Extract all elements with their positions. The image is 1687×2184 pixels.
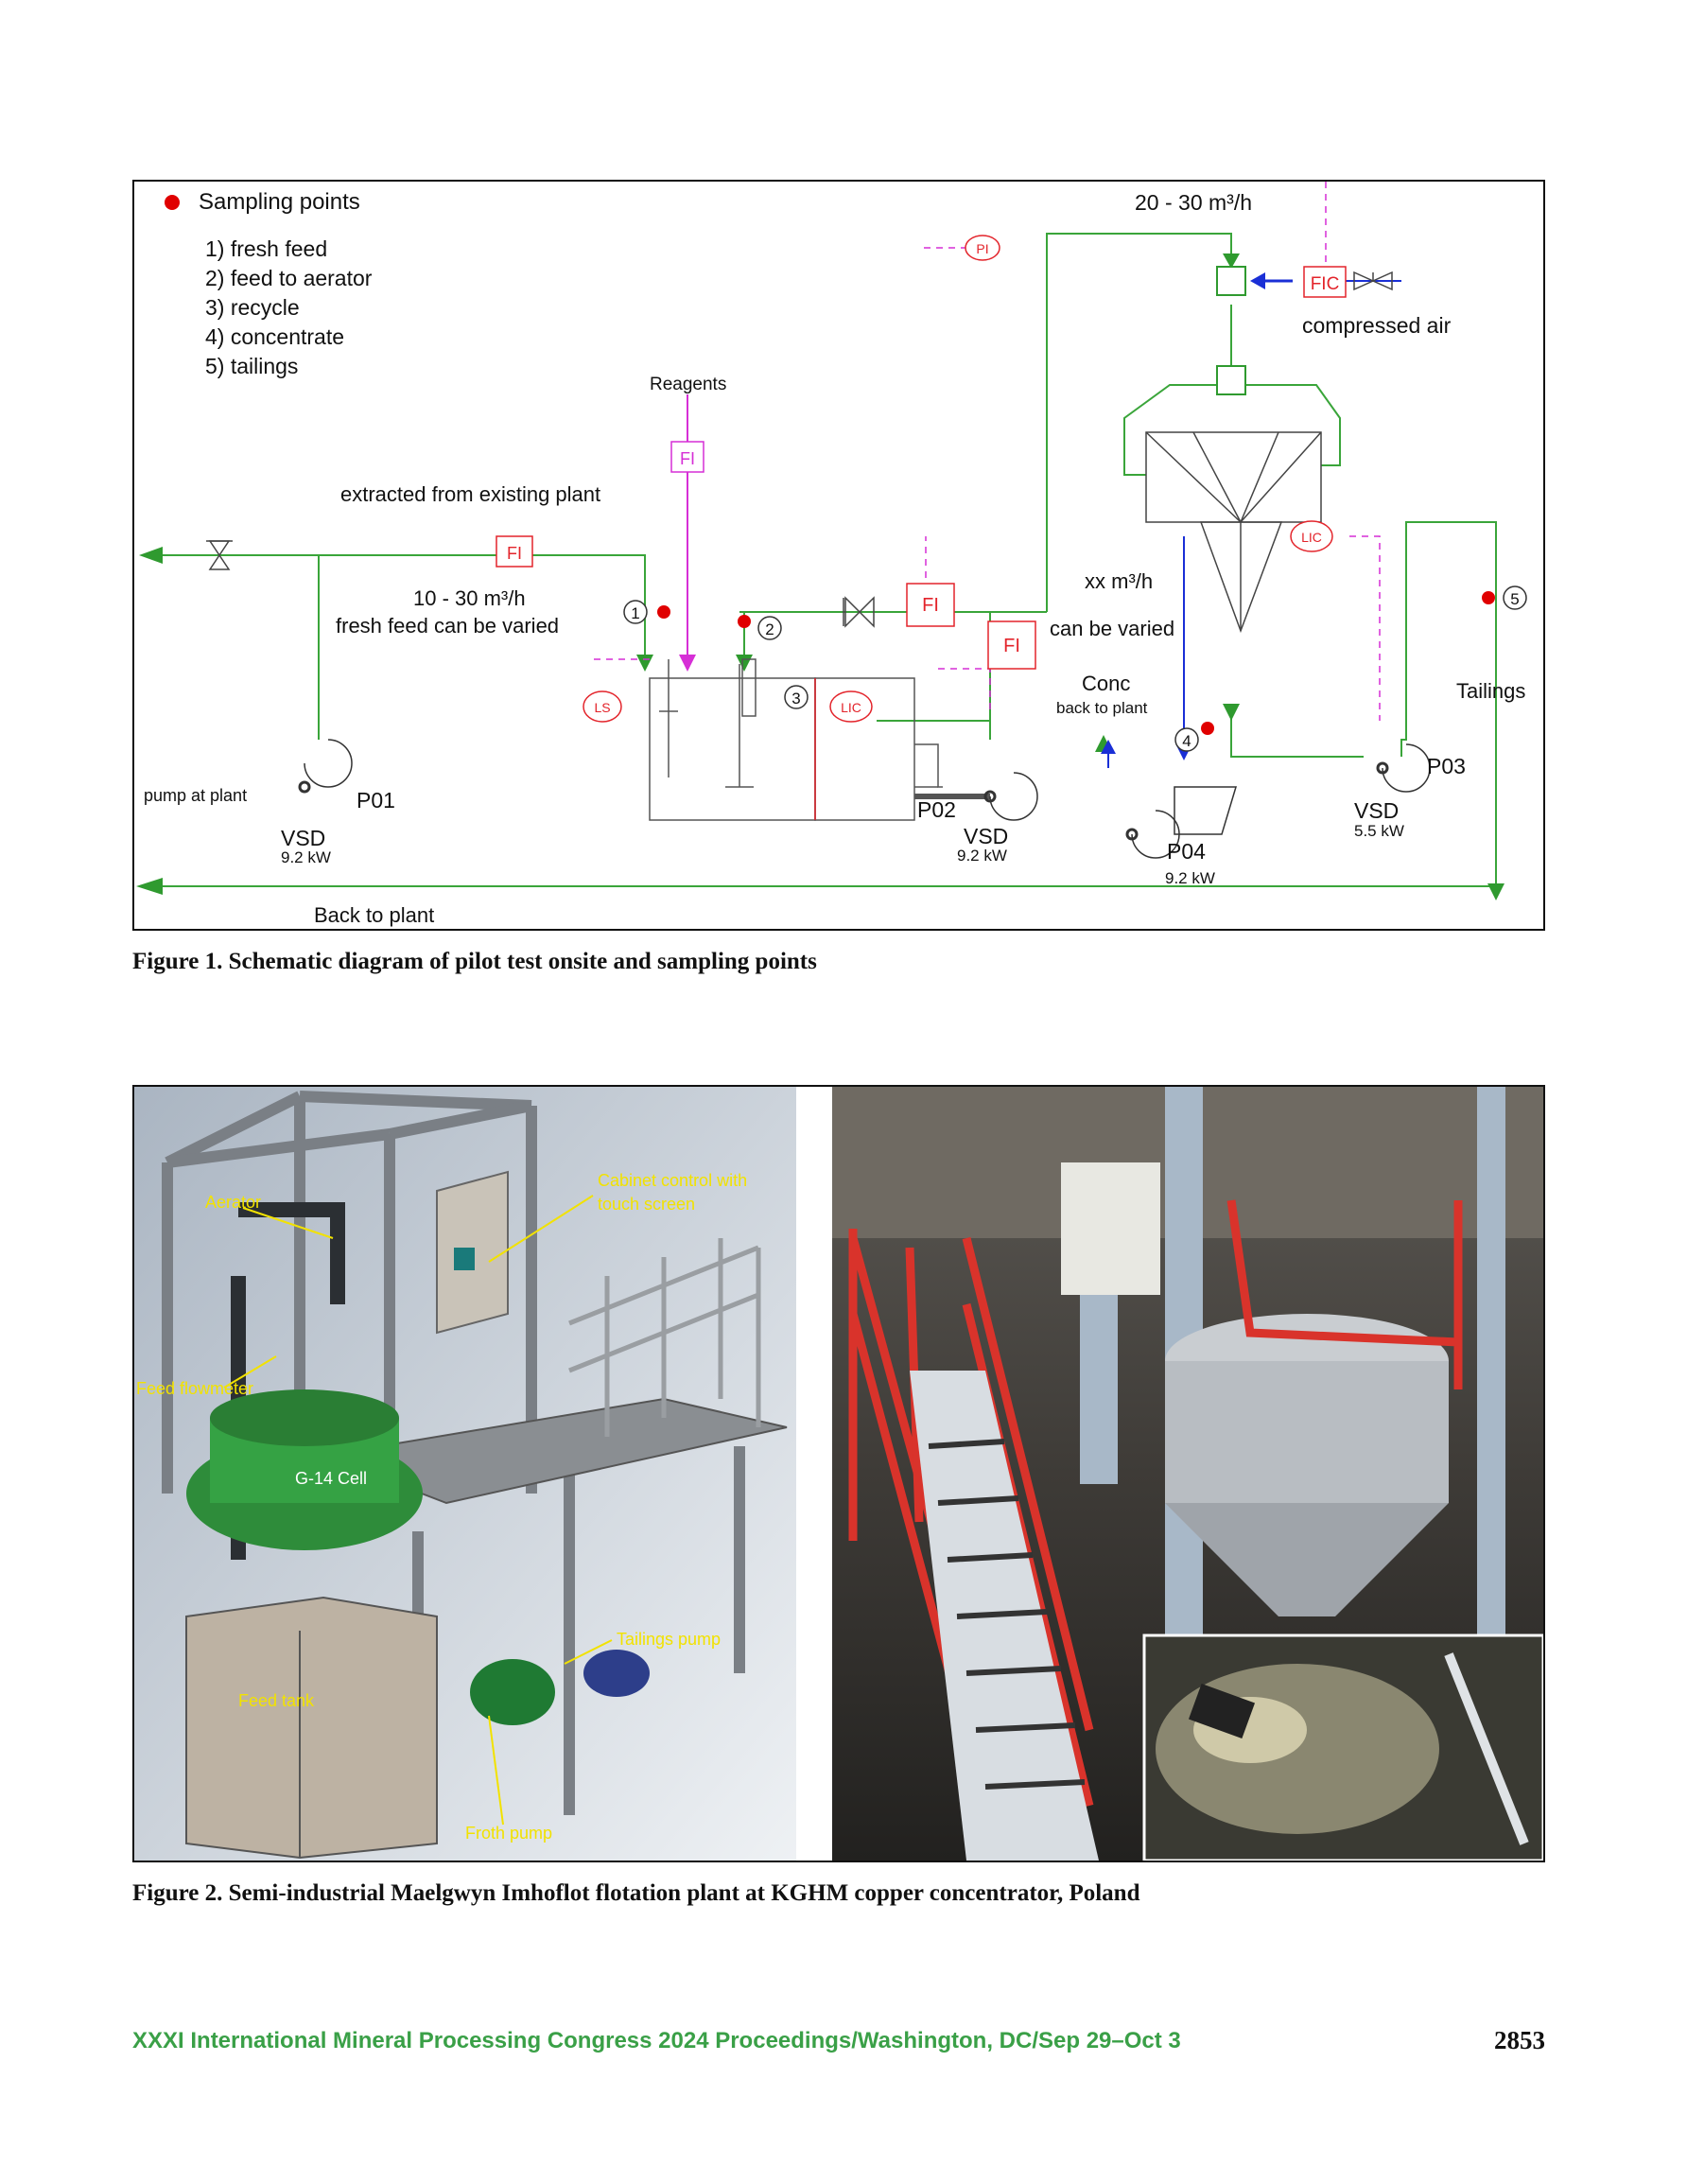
svg-text:4: 4 <box>1182 732 1191 750</box>
feed-tank <box>649 658 990 821</box>
pump-power-p04: 9.2 kW <box>1165 869 1215 887</box>
svg-text:LS: LS <box>594 700 610 715</box>
legend-title: Sampling points <box>199 189 360 215</box>
air-flow-label: 20 - 30 m³/h <box>1135 190 1252 215</box>
reagent-flow-indicator <box>670 441 704 473</box>
aerator-box <box>1216 266 1246 296</box>
legend-item-5: 5) tailings <box>205 354 298 378</box>
compressed-air-label: compressed air <box>1302 313 1452 338</box>
svg-text:touch screen: touch screen <box>598 1195 695 1214</box>
svg-text:1: 1 <box>631 604 639 622</box>
valves <box>206 540 875 628</box>
extracted-label: extracted from existing plant <box>340 482 600 506</box>
pump-vsd-p01: VSD <box>281 826 325 850</box>
render-callouts: Cabinet control with touch screen Aerato… <box>136 1171 747 1843</box>
pump-at-plant-label: pump at plant <box>144 786 247 805</box>
back-to-plant-label: Back to plant <box>314 903 434 927</box>
svg-text:FI: FI <box>922 595 939 616</box>
sampling-points: 1 2 3 4 5 <box>623 585 1527 752</box>
can-be-varied-label: can be varied <box>1050 617 1174 640</box>
plant-photo <box>832 1087 1543 1861</box>
footer-conference: XXXI International Mineral Processing Co… <box>132 2028 1181 2053</box>
pump-power-p02: 9.2 kW <box>957 847 1007 865</box>
svg-text:Cabinet control with: Cabinet control with <box>598 1171 747 1190</box>
svg-text:Feed tank: Feed tank <box>238 1691 315 1710</box>
legend-item-4: 4) concentrate <box>205 324 344 349</box>
svg-text:G-14 Cell: G-14 Cell <box>295 1469 367 1488</box>
svg-text:LIC: LIC <box>1301 530 1322 545</box>
legend-item-2: 2) feed to aerator <box>205 266 373 290</box>
svg-text:2: 2 <box>765 620 774 638</box>
conc-back-label: back to plant <box>1056 699 1148 717</box>
svg-text:FI: FI <box>680 449 695 468</box>
svg-text:PI: PI <box>976 241 988 256</box>
svg-text:LIC: LIC <box>841 700 861 715</box>
pump-id-p04: P04 <box>1167 839 1206 864</box>
conc-label: Conc <box>1082 672 1130 695</box>
reagents-label: Reagents <box>650 375 726 394</box>
pump-power-p01: 9.2 kW <box>281 848 331 866</box>
svg-text:Tailings pump: Tailings pump <box>617 1630 721 1649</box>
reagent-line: FI <box>670 394 704 672</box>
legend-dot <box>165 195 180 210</box>
pump-id-p01: P01 <box>357 788 395 812</box>
signal-lines <box>588 182 1381 721</box>
figure-1-caption: Figure 1. Schematic diagram of pilot tes… <box>132 949 817 974</box>
pump-power-p03: 5.5 kW <box>1354 822 1404 840</box>
flow-arrows <box>136 253 1504 900</box>
legend-item-3: 3) recycle <box>205 295 300 320</box>
schematic-diagram: Sampling points 1) fresh feed 2) feed to… <box>136 182 1527 927</box>
cad-render: Cabinet control with touch screen Aerato… <box>134 1087 796 1861</box>
pump-vsd-p02: VSD <box>964 824 1008 848</box>
xx-rate-label: xx m³/h <box>1085 569 1153 593</box>
process-pipes <box>148 233 1497 887</box>
pump-id-p03: P03 <box>1427 754 1466 778</box>
figure-1-schematic: Sampling points 1) fresh feed 2) feed to… <box>132 180 1545 931</box>
legend-item-1: 1) fresh feed <box>205 236 327 261</box>
svg-text:FI: FI <box>1003 636 1020 656</box>
feed-varied-label: fresh feed can be varied <box>336 614 559 638</box>
figure-2-caption: Figure 2. Semi-industrial Maelgwyn Imhof… <box>132 1880 1140 1906</box>
instruments: FI FI FI FIC PI LIC LIC LS <box>496 235 1347 723</box>
svg-text:5: 5 <box>1510 590 1519 608</box>
svg-text:3: 3 <box>791 690 800 708</box>
svg-text:FIC: FIC <box>1311 274 1340 294</box>
svg-text:FI: FI <box>507 544 522 563</box>
svg-text:Froth pump: Froth pump <box>465 1824 552 1843</box>
feed-rate-label: 10 - 30 m³/h <box>413 586 526 610</box>
distributor-box <box>1216 365 1246 395</box>
tailings-label: Tailings <box>1456 679 1525 703</box>
pump-id-p02: P02 <box>917 797 956 822</box>
plant-render-and-photo: Cabinet control with touch screen Aerato… <box>134 1087 1543 1861</box>
pumps <box>298 739 1431 859</box>
pump-vsd-p03: VSD <box>1354 798 1399 823</box>
figure-2-photos: Cabinet control with touch screen Aerato… <box>132 1085 1545 1862</box>
svg-text:Feed flowmeter: Feed flowmeter <box>136 1379 253 1398</box>
svg-text:Aerator: Aerator <box>205 1193 261 1212</box>
page-number: 2853 <box>1494 2026 1545 2054</box>
